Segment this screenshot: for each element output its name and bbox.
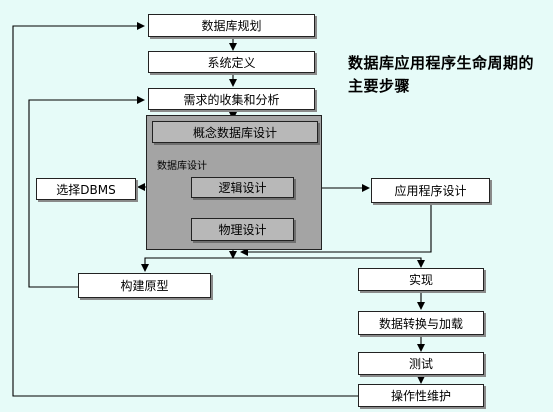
step-database-planning: 数据库规划 [148,14,315,37]
step-logical-design: 逻辑设计 [191,177,294,198]
step-implementation: 实现 [358,268,484,291]
step-testing: 测试 [358,352,484,375]
arrow-to-prototyping [141,257,233,272]
step-operational-maintenance: 操作性维护 [358,384,484,407]
database-design-caption: 数据库设计 [157,161,207,172]
step-application-design: 应用程序设计 [371,178,490,203]
step-system-definition: 系统定义 [148,51,315,73]
arrow-to-implementation [233,257,425,268]
step-prototyping: 构建原型 [78,273,211,298]
step-conceptual-design: 概念数据库设计 [152,121,318,143]
step-dbms-selection: 选择DBMS [36,178,136,200]
step-physical-design: 物理设计 [191,218,294,241]
diagram-title: 数据库应用程序生命周期的主要步骤 [348,54,535,95]
step-data-conversion-loading: 数据转换与加载 [358,311,484,335]
step-requirements-analysis: 需求的收集和分析 [148,88,315,110]
